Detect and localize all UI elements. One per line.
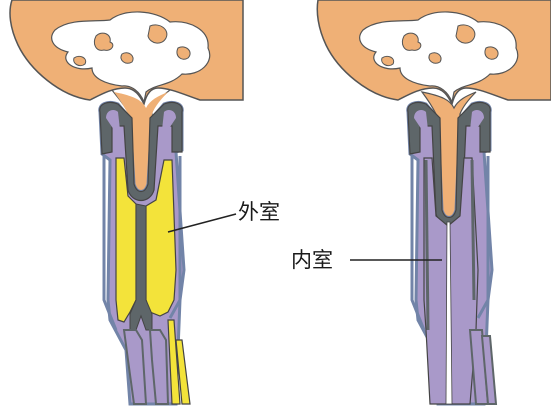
- left-diagram: [10, 0, 243, 404]
- outer-chamber-label: 外室: [238, 202, 280, 223]
- right-inner-wall-l: [426, 160, 428, 330]
- left-tissue-island-5: [121, 53, 133, 64]
- right-tissue-island-2: [456, 25, 475, 43]
- right-tissue-island-3: [485, 47, 498, 59]
- right-inner-wall-r: [472, 160, 474, 300]
- left-tissue-island-4: [74, 56, 86, 65]
- inner-chamber-label: 内室: [291, 250, 333, 271]
- left-tissue-island-2: [148, 25, 167, 43]
- right-tissue-island-4: [382, 56, 394, 65]
- right-diagram: [317, 0, 551, 404]
- right-tissue-island-5: [429, 53, 441, 64]
- left-tissue-island-3: [177, 47, 190, 59]
